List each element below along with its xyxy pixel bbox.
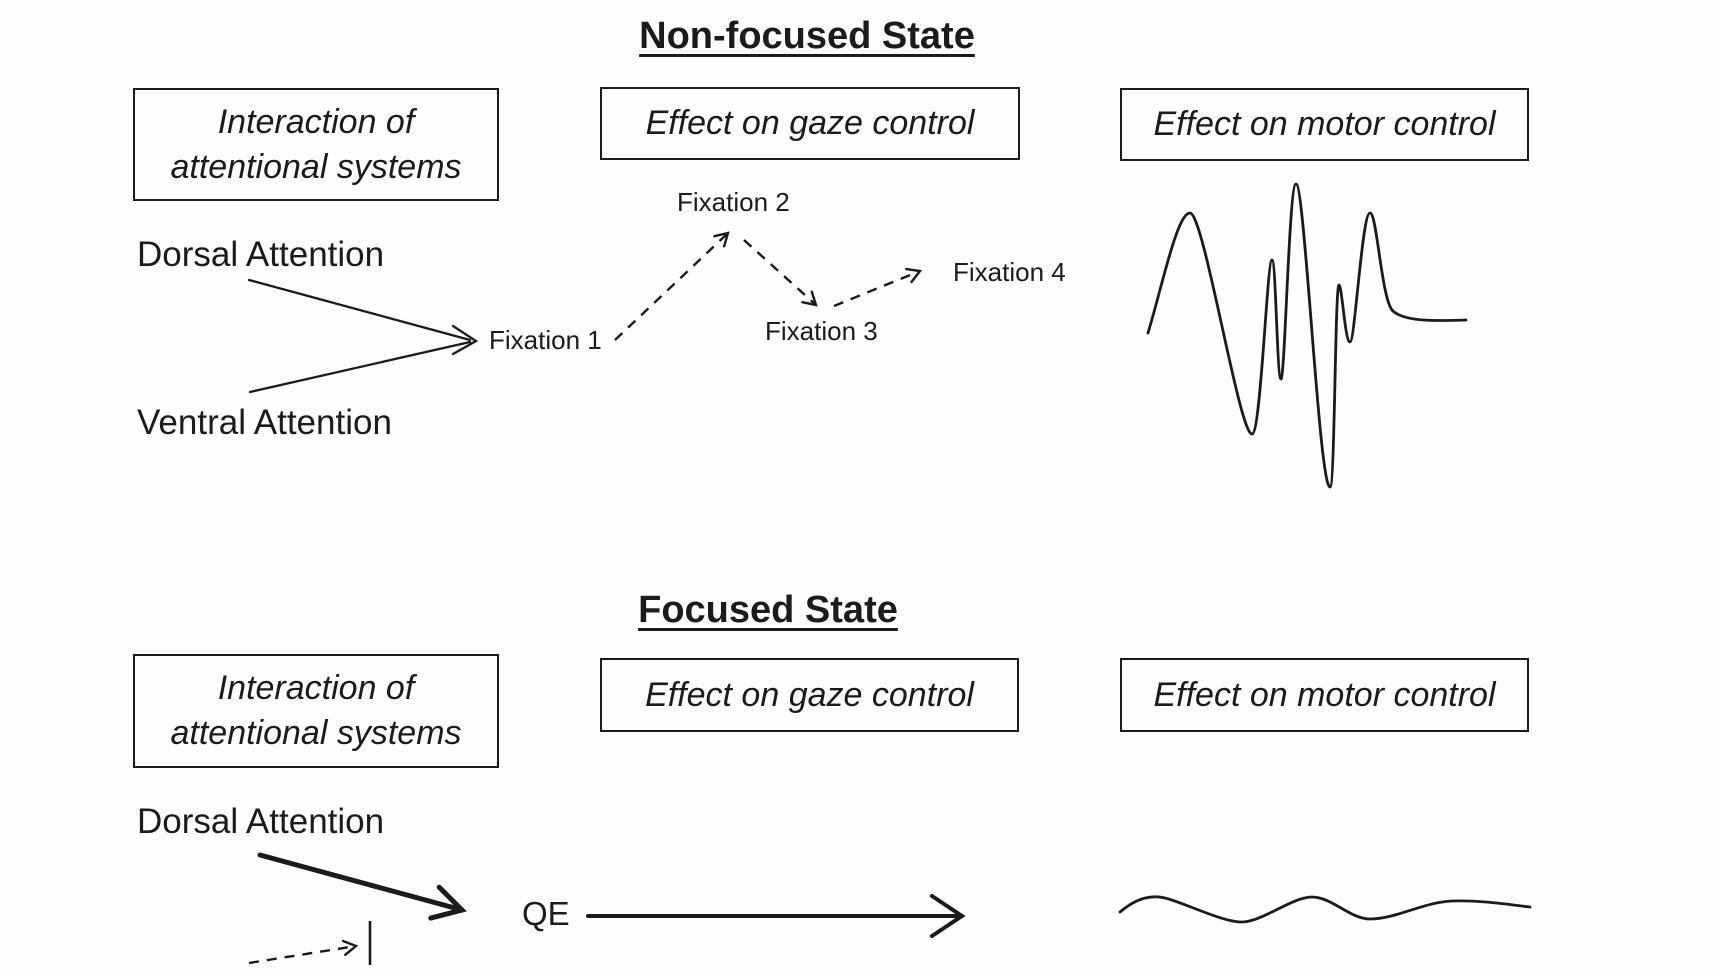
gaze-box-label: Effect on gaze control <box>645 104 975 143</box>
gaze-box-label: Effect on gaze control <box>645 675 974 714</box>
fixation-1-label: Fixation 1 <box>489 325 602 355</box>
focused-section-title: Focused State <box>638 589 898 631</box>
focused-motor-box: Effect on motor control <box>1120 658 1529 732</box>
fixation-4-label: Fixation 4 <box>953 257 1066 287</box>
quiet-eye-label: QE <box>522 895 570 932</box>
focused-gaze-box: Effect on gaze control <box>600 658 1019 732</box>
nonfocused-saccade-path <box>614 231 923 341</box>
nonfocused-dorsal-label: Dorsal Attention <box>137 235 385 274</box>
interaction-box-line2: attentional systems <box>170 147 462 186</box>
saccade-arrow-3 <box>833 267 923 308</box>
saccade-arrow-1 <box>614 231 730 341</box>
nonfocused-motor-trace <box>1146 182 1468 489</box>
interaction-box-line1: Interaction of <box>217 102 415 141</box>
fixation-3-label: Fixation 3 <box>765 316 878 346</box>
fixation-2-label: Fixation 2 <box>677 187 790 217</box>
focused-dorsal-arrow <box>257 852 467 921</box>
nonfocused-motor-box: Effect on motor control <box>1120 88 1529 161</box>
motor-box-label: Effect on motor control <box>1153 675 1496 714</box>
interaction-box-line2: attentional systems <box>170 714 462 752</box>
nonfocused-ventral-label: Ventral Attention <box>137 403 392 442</box>
focused-dorsal-label: Dorsal Attention <box>137 802 385 841</box>
nonfocused-interaction-box: Interaction of attentional systems <box>133 88 499 201</box>
saccade-arrow-2 <box>743 239 818 307</box>
nonfocused-section-title: Non-focused State <box>639 15 975 57</box>
focused-ventral-blocked-arrow <box>248 921 372 965</box>
focused-motor-trace <box>1118 895 1532 924</box>
motor-box-label: Effect on motor control <box>1153 105 1496 144</box>
nonfocused-gaze-box: Effect on gaze control <box>600 87 1020 160</box>
interaction-box-line1: Interaction of <box>217 669 415 708</box>
focused-interaction-box: Interaction of attentional systems <box>133 654 499 768</box>
nonfocused-converging-arrow <box>247 278 479 394</box>
